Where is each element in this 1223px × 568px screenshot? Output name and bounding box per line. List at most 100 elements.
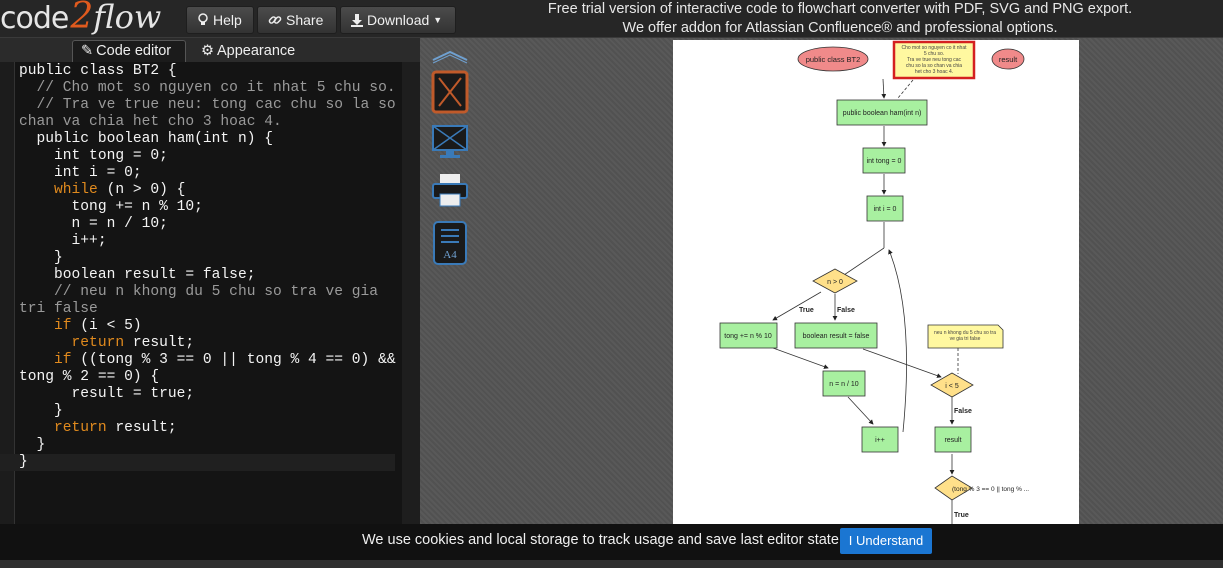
edge-comment-method <box>897 79 914 99</box>
share-button[interactable]: Share <box>257 6 337 34</box>
code-line[interactable]: boolean result = false; <box>19 267 256 283</box>
comment-line: Tra ve true neu tong cac <box>907 57 962 63</box>
code-line[interactable]: return result; <box>54 420 177 436</box>
promo-line-2: We offer addon for Atlassian Confluence®… <box>622 20 1058 36</box>
result-terminal-label: result <box>999 55 1018 64</box>
cookie-accept-button[interactable]: I Understand <box>840 528 932 554</box>
tab-code-editor[interactable]: ✎ Code editor <box>72 40 186 62</box>
node-tong0-label: int tong = 0 <box>867 158 902 165</box>
code-line[interactable]: } <box>19 403 63 419</box>
code-line[interactable]: chan va chia het cho 3 hoac 4. <box>19 114 282 130</box>
tab-appearance-label: Appearance <box>217 42 296 59</box>
decision-n-gt-0-label: n > 0 <box>827 279 843 286</box>
node-tong-add[interactable] <box>719 322 778 349</box>
code-line[interactable]: int tong = 0; <box>19 148 168 164</box>
line-gutter <box>0 62 15 524</box>
result-terminal[interactable] <box>991 48 1025 70</box>
fit-to-screen-icon[interactable] <box>431 122 469 160</box>
code-line[interactable]: if (i < 5) <box>54 318 142 334</box>
comment-line: ve gia tri false <box>950 336 981 342</box>
false-label: False <box>837 307 855 314</box>
code-line[interactable]: } <box>0 454 395 471</box>
logo-flow: flow <box>93 0 162 36</box>
decision-n-gt-0[interactable] <box>812 268 858 294</box>
flowchart-page: public class BT2 Cho mot so nguyen co it… <box>673 40 1079 524</box>
node-n-div[interactable] <box>822 370 866 397</box>
download-icon <box>351 14 363 27</box>
node-i0[interactable] <box>866 195 904 222</box>
flowchart-svg: public class BT2 Cho mot so nguyen co it… <box>719 40 1029 524</box>
start-terminal[interactable] <box>797 46 869 72</box>
cookie-banner: We use cookies and local storage to trac… <box>0 524 1223 560</box>
code-line[interactable]: public class BT2 { <box>19 63 177 79</box>
edge-true <box>772 291 822 321</box>
decision-i-lt-5[interactable] <box>930 372 974 398</box>
code-line[interactable]: // Cho mot so nguyen co it nhat 5 chu so… <box>19 80 396 96</box>
code-line[interactable]: tri false <box>19 301 98 317</box>
logo[interactable]: code 2 flow <box>0 0 162 37</box>
node-tong0[interactable] <box>862 147 906 174</box>
comment-line: Cho mot so nguyen co it nhat <box>901 45 967 51</box>
false-label-2: False <box>954 408 972 415</box>
bottom-strip <box>0 560 1223 568</box>
help-button[interactable]: Help <box>186 6 254 34</box>
collapse-icon[interactable] <box>431 50 469 64</box>
code-text[interactable]: public class BT2 { // Cho mot so nguyen … <box>0 63 402 471</box>
cookie-text: We use cookies and local storage to trac… <box>362 532 843 548</box>
comment-line: 5 chu so. <box>924 51 944 57</box>
edge-bool-cond <box>862 348 942 378</box>
link-icon <box>268 16 282 24</box>
caret-down-icon: ▼ <box>433 15 443 25</box>
code-line[interactable]: result = true; <box>19 386 195 402</box>
edge-join-cond <box>840 247 885 278</box>
tab-code-editor-label: Code editor <box>96 43 172 59</box>
code-line[interactable]: // neu n khong du 5 chu so tra ve gia <box>19 284 379 300</box>
comment-line: het cho 3 hoac 4. <box>915 69 953 75</box>
comment-node-1[interactable] <box>892 40 976 80</box>
download-label: Download <box>367 12 430 28</box>
node-method[interactable] <box>836 99 928 126</box>
code-line[interactable]: } <box>19 250 63 266</box>
promo-text: Free trial version of interactive code t… <box>480 0 1200 38</box>
fit-to-page-icon[interactable] <box>431 70 469 114</box>
tab-appearance[interactable]: ⚙ Appearance <box>193 40 303 62</box>
comment-line: neu n khong du 5 chu so tra <box>934 330 996 336</box>
code-line[interactable]: // Tra ve true neu: tong cac chu so la s… <box>19 97 396 113</box>
logo-code: code <box>0 1 69 36</box>
code-line[interactable]: public boolean ham(int n) { <box>19 131 273 147</box>
code-line[interactable]: tong % 2 == 0) { <box>19 369 160 385</box>
flowchart-canvas[interactable]: A4 <box>420 38 1223 524</box>
lightbulb-icon <box>198 13 208 25</box>
editor-scrollbar[interactable] <box>402 62 420 524</box>
node-method-label: public boolean ham(int n) <box>843 110 922 117</box>
decision-tong[interactable] <box>934 475 973 501</box>
code-line[interactable]: while (n > 0) { <box>54 182 186 198</box>
a4-label: A4 <box>443 249 457 261</box>
decision-tong-label: (tong % 3 == 0 || tong % ... <box>952 486 1029 493</box>
node-tong-add-label: tong += n % 10 <box>724 333 772 340</box>
node-i-inc[interactable] <box>861 426 899 453</box>
code-line[interactable]: } <box>19 437 46 453</box>
true-label-2: True <box>954 512 969 519</box>
true-label: True <box>799 307 814 314</box>
code-line[interactable]: tong += n % 10; <box>19 199 203 215</box>
code-line[interactable]: int i = 0; <box>19 165 142 181</box>
start-terminal-label: public class BT2 <box>806 55 861 64</box>
decision-i-lt-5-label: i < 5 <box>945 383 959 390</box>
node-bool-result[interactable] <box>794 322 878 349</box>
node-result-label: result <box>944 437 961 444</box>
download-button[interactable]: Download ▼ <box>340 6 456 34</box>
code-line[interactable]: n = n / 10; <box>19 216 168 232</box>
comment-node-2[interactable] <box>927 324 1004 349</box>
code-line[interactable]: return result; <box>71 335 195 351</box>
node-result[interactable] <box>934 426 972 453</box>
a4-page-icon[interactable]: A4 <box>431 220 469 266</box>
code-editor[interactable]: public class BT2 { // Cho mot so nguyen … <box>0 62 402 524</box>
code-line[interactable]: i++; <box>19 233 107 249</box>
gear-icon: ⚙ <box>201 42 214 59</box>
code-line[interactable]: if ((tong % 3 == 0 || tong % 4 == 0) && <box>54 352 396 368</box>
edge-n-iinc <box>847 396 874 425</box>
print-icon[interactable] <box>431 172 469 208</box>
